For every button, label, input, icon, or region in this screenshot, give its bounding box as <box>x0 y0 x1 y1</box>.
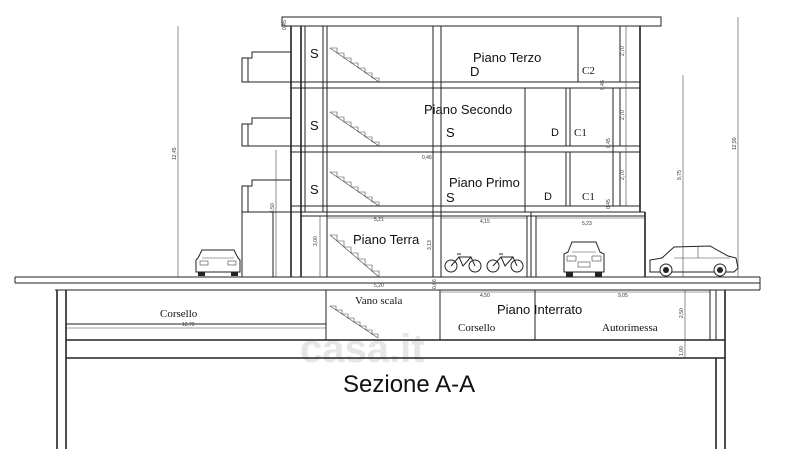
dim-270-a: 2,70 <box>620 46 626 56</box>
dimension-lines <box>66 17 739 358</box>
mark-s-secondo: S <box>310 118 319 133</box>
dim-045-a: 0,45 <box>600 80 606 90</box>
label-piano-secondo: Piano Secondo <box>424 102 512 117</box>
dim-100: 1,00 <box>679 346 685 356</box>
dim-top: 0,45 <box>282 20 288 30</box>
watermark-text: casa.it <box>300 327 425 371</box>
dim-046: 0,46 <box>422 155 432 161</box>
dim-415: 4,15 <box>480 219 490 225</box>
basement-walls <box>56 290 726 449</box>
mark-c1-secondo: C1 <box>574 127 587 139</box>
dim-313: 3,13 <box>427 240 433 250</box>
mark-d-terzo: D <box>470 64 479 79</box>
label-vano-scala: Vano scala <box>355 295 402 307</box>
dim-905: 9,05 <box>618 293 628 299</box>
stairs <box>329 47 380 278</box>
mark-s-primo-main: S <box>446 190 455 205</box>
mark-c2-terzo: C2 <box>582 65 595 77</box>
dim-1279: 12,79 <box>182 322 195 328</box>
mark-s-primo: S <box>310 182 319 197</box>
dim-270-c: 2,70 <box>620 170 626 180</box>
bicycle-2 <box>486 253 524 273</box>
mark-s-secondo-main: S <box>446 125 455 140</box>
label-autorimessa: Autorimessa <box>602 322 658 334</box>
mark-c1-primo: C1 <box>582 191 595 203</box>
dim-523: 5,23 <box>582 221 592 227</box>
car-front-garage <box>563 241 605 277</box>
label-piano-primo: Piano Primo <box>449 175 520 190</box>
car-side-right <box>649 245 739 277</box>
dim-total-right: 12,90 <box>732 137 738 150</box>
ground-slab <box>14 276 761 291</box>
dim-250: 2,50 <box>679 308 685 318</box>
dim-total-left: 12,45 <box>172 147 178 160</box>
dim-450: 4,50 <box>480 293 490 299</box>
label-piano-interrato: Piano Interrato <box>497 302 582 317</box>
building-frame <box>241 16 662 278</box>
label-corsello-right: Corsello <box>458 322 496 334</box>
mark-s-terzo: S <box>310 46 319 61</box>
dim-045-c: 0,45 <box>606 199 612 209</box>
label-corsello-left: Corsello <box>160 308 198 320</box>
dim-975: 9,75 <box>677 170 683 180</box>
mark-d-primo: D <box>544 191 552 203</box>
bicycle-1 <box>444 253 482 273</box>
dim-066: 0,66 <box>432 279 438 289</box>
mark-d-secondo: D <box>551 127 559 139</box>
label-piano-terzo: Piano Terzo <box>473 50 541 65</box>
car-front-left <box>195 249 241 276</box>
label-piano-terra: Piano Terra <box>353 232 420 247</box>
dim-045-b: 0,45 <box>606 138 612 148</box>
section-title: Sezione A-A <box>343 371 475 398</box>
dim-300: 3,00 <box>313 236 319 246</box>
dim-521: 5,21 <box>374 217 384 223</box>
dim-520: 5,20 <box>374 283 384 289</box>
dim-650: 6,50 <box>270 203 276 213</box>
dim-270-b: 2,70 <box>620 110 626 120</box>
